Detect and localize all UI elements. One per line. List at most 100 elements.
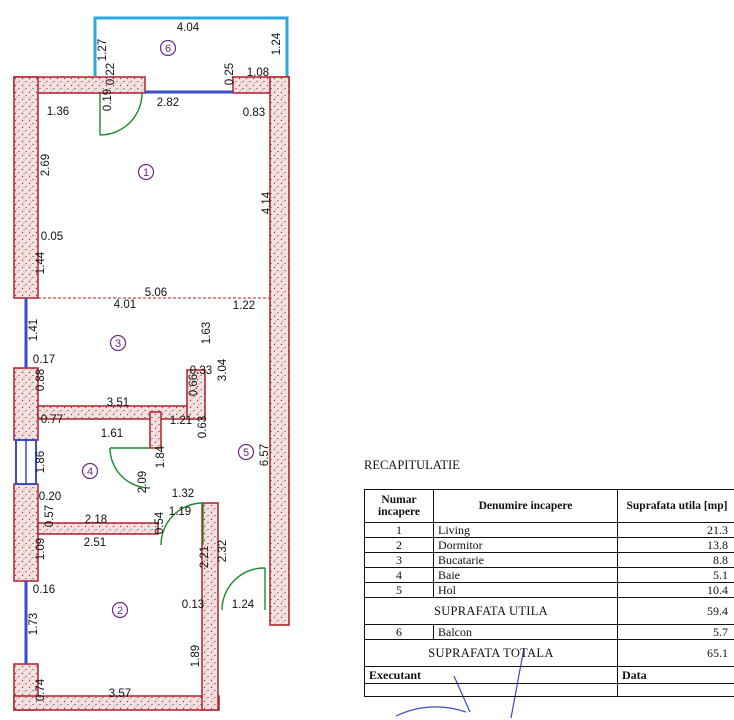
room-number-marker: 3 (109, 334, 127, 352)
dimension-label: 2.18 (85, 514, 107, 526)
dimension-label: 1.41 (28, 319, 40, 341)
room-number-label: 5 (243, 447, 249, 459)
dimension-label: 2.09 (137, 471, 149, 493)
executant-label: Executant (364, 666, 618, 684)
dimension-label: 0.22 (105, 63, 117, 85)
room-number-label: 3 (115, 338, 121, 350)
signature-cell (364, 683, 618, 697)
signature-row (364, 683, 734, 697)
table-header-row: Numar incapere Denumire incapere Suprafa… (364, 489, 734, 523)
useful-area-value: 59.4 (617, 597, 734, 625)
dimension-label: 1.44 (35, 251, 47, 274)
dimension-label: 2.69 (40, 154, 52, 176)
room-number-label: 1 (143, 167, 149, 179)
wall-bedroom-right (201, 502, 219, 711)
room-name-cell: Dormitor (433, 537, 618, 553)
room-number-cell: 5 (364, 582, 434, 598)
room-area-cell: 10.4 (617, 582, 734, 598)
table-row: 6 Balcon 5.7 (364, 624, 734, 640)
recap-title: RECAPITULATIE (364, 458, 460, 472)
dimension-label: 1.61 (101, 428, 123, 440)
dimension-label: 0.20 (39, 491, 61, 503)
room-number-label: 2 (117, 605, 123, 617)
useful-area-row: SUPRAFATA UTILA 59.4 (364, 597, 734, 625)
dimension-label: 3.51 (107, 397, 129, 409)
walls (13, 76, 290, 711)
dimension-label: 1.84 (155, 445, 167, 468)
dimension-label: 1.22 (233, 300, 255, 312)
room-area-cell: 5.1 (617, 567, 734, 583)
room-area-cell: 21.3 (617, 522, 734, 538)
dimension-label: 1.89 (190, 645, 202, 667)
dimension-label: 4.01 (114, 299, 136, 311)
table-row: 2 Dormitor 13.8 (364, 537, 734, 553)
recap-table: Numar incapere Denumire incapere Suprafa… (364, 489, 734, 697)
dimension-label: 0.19 (102, 89, 114, 111)
dimension-label: 0.17 (33, 354, 55, 366)
table-row: 5 Hol 10.4 (364, 582, 734, 598)
room-number-cell: 4 (364, 567, 434, 583)
dimension-label: 0.05 (41, 231, 63, 243)
room-number-marker: 4 (81, 462, 99, 480)
room-name-cell: Balcon (433, 624, 618, 640)
room-area-cell: 5.7 (617, 624, 734, 640)
dimension-label: 3.04 (217, 358, 229, 381)
room-number-marker: 1 (137, 163, 155, 181)
dimension-label: 5.06 (145, 287, 167, 299)
table-row: 1 Living 21.3 (364, 522, 734, 538)
wall-bottom (13, 695, 220, 711)
door-bath-swing (109, 447, 151, 489)
room-number-cell: 3 (364, 552, 434, 568)
dimension-label: 0.66 (188, 374, 200, 396)
room-number-cell: 6 (364, 624, 434, 640)
dimension-label: 0.16 (33, 584, 55, 596)
dimension-label: 1.09 (35, 538, 47, 560)
door-balcony-swing (99, 92, 143, 136)
dimension-label: 0.33 (190, 365, 212, 377)
room-name-cell: Hol (433, 582, 618, 598)
room-number-marker: 6 (159, 39, 177, 57)
date-label: Data (617, 666, 734, 684)
table-row: 4 Baie 5.1 (364, 567, 734, 583)
total-area-label: SUPRAFATA TOTALA (364, 639, 618, 667)
dimension-label: 0.77 (41, 414, 63, 426)
dimension-label: 1.63 (201, 322, 213, 344)
room-name-cell: Bucatarie (433, 552, 618, 568)
dimension-label: 0.83 (243, 107, 265, 119)
dimension-label: 2.82 (157, 97, 179, 109)
dimension-label: 4.14 (261, 191, 273, 214)
wall-right (269, 76, 290, 626)
door-bedroom-swing (160, 502, 204, 546)
dimension-label: 2.32 (217, 540, 229, 562)
dimension-label: 1.36 (47, 106, 69, 118)
room-numbers: 6 1 3 4 5 2 (81, 39, 255, 619)
room-number-cell: 1 (364, 522, 434, 538)
table-row: 3 Bucatarie 8.8 (364, 552, 734, 568)
header-number: Numar incapere (364, 489, 434, 523)
balcony-railing (93, 16, 289, 76)
dimension-label: 0.63 (197, 416, 209, 438)
door-entry-swing (221, 567, 266, 611)
dimension-label: 1.19 (169, 506, 191, 518)
footer-row: Executant Data (364, 666, 734, 684)
dimension-label: 0.88 (35, 369, 47, 391)
dimension-label: 1.73 (28, 613, 40, 635)
dimensions: 4.04 1.27 1.24 0.22 0.19 0.25 1.08 2.82 … (28, 22, 283, 701)
dimension-label: 0.54 (154, 511, 166, 534)
wall-left-pier-b (13, 483, 39, 582)
wall-bath-right (149, 411, 162, 449)
dimension-label: 1.27 (97, 39, 109, 61)
room-name-cell: Baie (433, 567, 618, 583)
dimension-label: 1.24 (271, 32, 283, 55)
wall-bath-bottom (37, 522, 159, 535)
dimension-label: 1.08 (247, 67, 269, 79)
dimension-label: 1.32 (172, 488, 194, 500)
dimension-label: 2.21 (199, 546, 211, 568)
dimension-label: 1.86 (35, 451, 47, 473)
date-cell (617, 683, 734, 697)
room-number-marker: 5 (237, 443, 255, 461)
dimension-label: 0.25 (224, 63, 236, 85)
header-name: Denumire incapere (433, 489, 618, 523)
dimension-label: 0.74 (35, 678, 47, 701)
